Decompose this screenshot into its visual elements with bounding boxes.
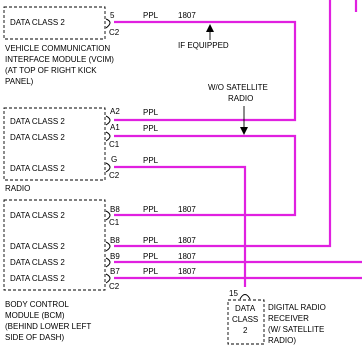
vcim-pin: 5 — [110, 11, 115, 20]
bcm-row3-circuit: 1807 — [178, 252, 196, 261]
radio-row2-connector: C1 — [109, 140, 120, 149]
vcim-title-line4: PANEL) — [5, 77, 34, 86]
bcm-row3-wire-color: PPL — [143, 252, 159, 261]
bcm-row2-pin: B8 — [110, 236, 120, 245]
vcim-wire-color: PPL — [143, 11, 159, 20]
bcm-row1-circuit: 1807 — [178, 205, 196, 214]
bcm-row3-label: DATA CLASS 2 — [10, 258, 65, 267]
vcim-data-class-label: DATA CLASS 2 — [10, 18, 65, 27]
receiver-box-line1: DATA — [235, 304, 256, 313]
radio-a1-bracket — [105, 131, 111, 142]
bcm-title-line3: (BEHIND LOWER LEFT — [5, 322, 91, 331]
bcm-box — [3, 199, 106, 291]
bcm-row1-pin: B8 — [110, 205, 120, 214]
radio-row1-label: DATA CLASS 2 — [10, 117, 65, 126]
satellite-note-line1: W/O SATELLITE — [208, 83, 268, 92]
bcm-b8-bracket — [105, 241, 111, 252]
satellite-note: W/O SATELLITE RADIO — [208, 83, 268, 135]
radio-box — [3, 107, 106, 181]
receiver-connector-bracket — [239, 294, 251, 300]
bcm-row3-pin: B9 — [110, 252, 120, 261]
if-equipped-arrow-icon — [206, 24, 214, 32]
satellite-note-arrow-icon — [240, 127, 248, 135]
bcm-b8-c1-bracket — [105, 210, 111, 221]
wire-group — [114, 0, 362, 287]
bcm-row4-label: DATA CLASS 2 — [10, 274, 65, 283]
radio-module: DATA CLASS 2 DATA CLASS 2 DATA CLASS 2 A… — [3, 107, 159, 193]
receiver-title-line3: (W/ SATELLITE — [268, 325, 324, 334]
bcm-row4-circuit: 1807 — [178, 267, 196, 276]
bcm-row4-connector: C2 — [109, 282, 120, 291]
bcm-b9-bracket — [105, 257, 111, 268]
radio-row3-connector: C2 — [109, 171, 120, 180]
radio-row3-wire-color: PPL — [143, 156, 159, 165]
vcim-box — [3, 6, 106, 40]
radio-g-bracket — [105, 162, 111, 173]
bcm-b8-wire — [114, 0, 332, 248]
receiver-title-line4: RADIO) — [268, 336, 296, 345]
bcm-title-line1: BODY CONTROL — [5, 300, 69, 309]
bcm-row1-label: DATA CLASS 2 — [10, 211, 65, 220]
vcim-title-line1: VEHICLE COMMUNICATION — [5, 44, 110, 53]
vcim-data-wire — [114, 20, 297, 122]
radio-a2-bracket — [105, 115, 111, 126]
receiver-box-line3: 2 — [243, 326, 248, 335]
radio-a1-wire — [114, 134, 297, 217]
bcm-row2-circuit: 1807 — [178, 236, 196, 245]
bcm-module: DATA CLASS 2 DATA CLASS 2 DATA CLASS 2 D… — [3, 199, 196, 342]
vcim-circuit: 1807 — [178, 11, 196, 20]
if-equipped-note: IF EQUIPPED — [178, 41, 229, 50]
radio-row2-pin: A1 — [110, 123, 120, 132]
satellite-note-line2: RADIO — [228, 94, 253, 103]
receiver-pin: 15 — [229, 289, 238, 298]
receiver-module: 15 DATA CLASS 2 DIGITAL RADIO RECEIVER (… — [227, 289, 326, 345]
radio-row1-pin: A2 — [110, 107, 120, 116]
radio-row2-wire-color: PPL — [143, 124, 159, 133]
bcm-row4-pin: B7 — [110, 267, 120, 276]
vcim-module: DATA CLASS 2 5 C2 PPL 1807 VEHICLE COMMU… — [3, 6, 229, 86]
radio-row1-wire-color: PPL — [143, 108, 159, 117]
radio-row2-label: DATA CLASS 2 — [10, 133, 65, 142]
receiver-title-line2: RECEIVER — [268, 314, 309, 323]
bcm-title-line2: MODULE (BCM) — [5, 311, 65, 320]
vcim-title-line3: (AT TOP OF RIGHT KICK — [5, 66, 97, 75]
receiver-box-line2: CLASS — [232, 315, 258, 324]
bcm-row1-wire-color: PPL — [143, 205, 159, 214]
radio-title: RADIO — [5, 184, 30, 193]
radio-row3-label: DATA CLASS 2 — [10, 164, 65, 173]
vcim-title-line2: INTERFACE MODULE (VCIM) — [5, 55, 114, 64]
receiver-box — [227, 299, 265, 345]
vcim-connector-bracket — [105, 18, 111, 29]
receiver-title-line1: DIGITAL RADIO — [268, 303, 326, 312]
bcm-title-line4: SIDE OF DASH) — [5, 333, 64, 342]
bcm-row2-wire-color: PPL — [143, 236, 159, 245]
bcm-row2-label: DATA CLASS 2 — [10, 242, 65, 251]
vcim-connector: C2 — [109, 28, 120, 37]
bcm-row1-connector: C1 — [109, 218, 120, 227]
bcm-row4-wire-color: PPL — [143, 267, 159, 276]
radio-row3-pin: G — [111, 155, 117, 164]
bcm-b7-bracket — [105, 273, 111, 284]
